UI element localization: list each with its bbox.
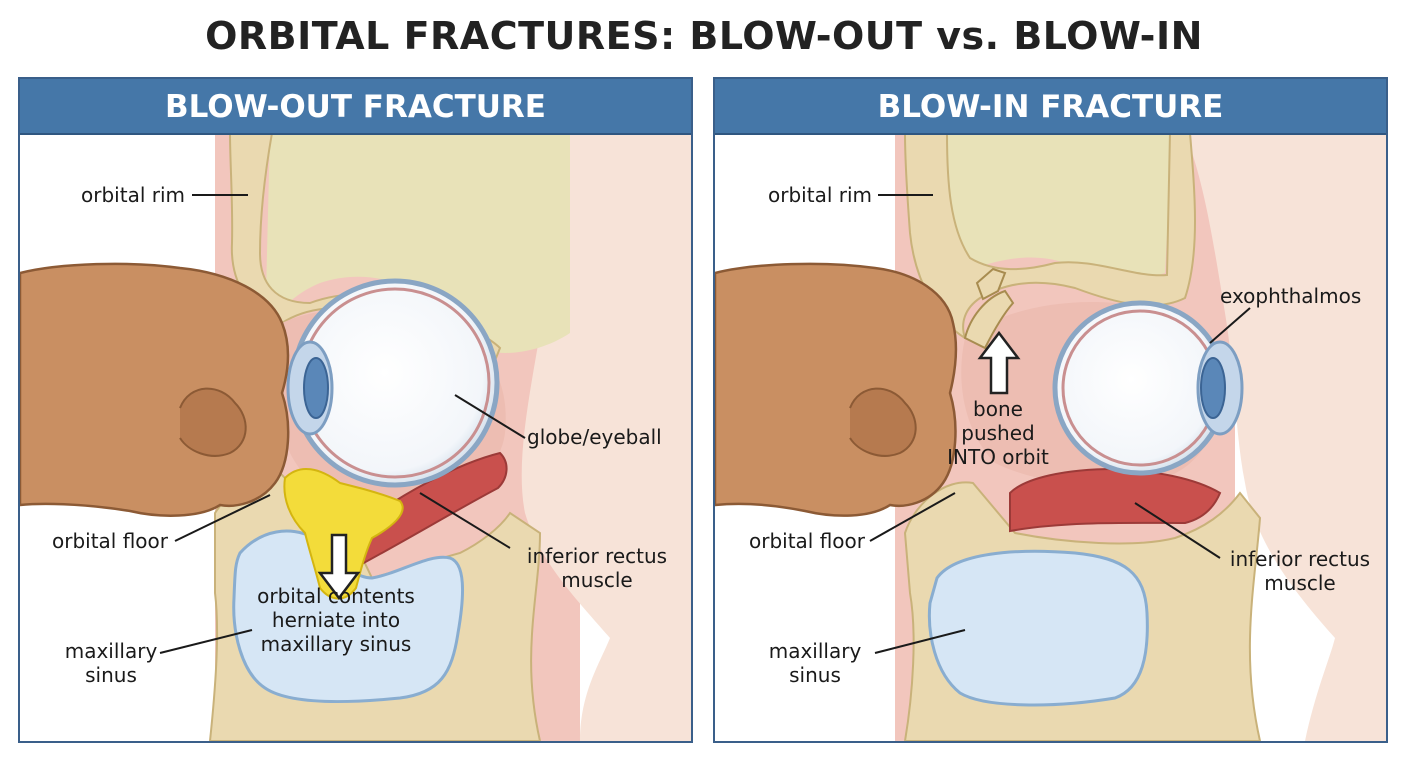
label-globe: globe/eyeball: [527, 425, 662, 449]
displaced-bone-fragment: [963, 289, 1015, 350]
label-inferior-rectus-2: muscle: [561, 568, 632, 592]
blowout-illustration: orbital rim globe/eyeball orbital floor …: [20, 133, 691, 741]
blowin-panel: BLOW-IN FRACTURE: [713, 77, 1388, 743]
label-maxillary-2: sinus: [85, 663, 137, 687]
label-inferior-rectus-1: inferior rectus: [527, 544, 667, 568]
blowout-panel: BLOW-OUT FRACTURE: [18, 77, 693, 743]
up-arrow: [977, 330, 1021, 395]
fist: [20, 262, 290, 517]
iris: [303, 357, 329, 419]
label-bone-pushed-1: bone: [973, 397, 1023, 421]
label-bone-pushed-3: INTO orbit: [947, 445, 1049, 469]
label-herniation-2: herniate into: [272, 608, 400, 632]
label-bone-pushed-2: pushed: [961, 421, 1034, 445]
label-herniation-1: orbital contents: [257, 584, 415, 608]
herniated-fat: [283, 467, 404, 600]
blowin-header: BLOW-IN FRACTURE: [715, 79, 1386, 135]
inferior-rectus-muscle: [348, 451, 508, 567]
frontal-region: [945, 133, 1175, 278]
iris: [1200, 357, 1226, 419]
label-maxillary-1: maxillary: [65, 639, 158, 663]
label-orbital-rim: orbital rim: [81, 183, 185, 207]
label-orbital-floor: orbital floor: [52, 529, 169, 553]
down-arrow: [317, 533, 361, 601]
inferior-rectus-muscle: [1009, 467, 1222, 533]
main-title: ORBITAL FRACTURES: BLOW-OUT vs. BLOW-IN: [205, 14, 1203, 58]
fist-knuckle-fold: [849, 387, 917, 457]
nose-skin: [1185, 133, 1386, 741]
blowin-illustration: orbital rim exophthalmos bone pushed INT…: [715, 133, 1386, 741]
frontal-region: [265, 133, 570, 353]
label-maxillary-2: sinus: [789, 663, 841, 687]
displaced-bone-piece: [975, 267, 1007, 301]
label-orbital-floor: orbital floor: [749, 529, 866, 553]
label-exophthalmos: exophthalmos: [1220, 284, 1361, 308]
label-orbital-rim: orbital rim: [768, 183, 872, 207]
label-herniation-3: maxillary sinus: [261, 632, 412, 656]
label-inferior-rectus-1: inferior rectus: [1230, 547, 1370, 571]
fist: [715, 262, 958, 517]
maxillary-sinus: [927, 549, 1149, 707]
label-inferior-rectus-2: muscle: [1264, 571, 1335, 595]
fist-knuckle-fold: [179, 387, 247, 457]
label-maxillary-1: maxillary: [769, 639, 862, 663]
blowout-header: BLOW-OUT FRACTURE: [20, 79, 691, 135]
